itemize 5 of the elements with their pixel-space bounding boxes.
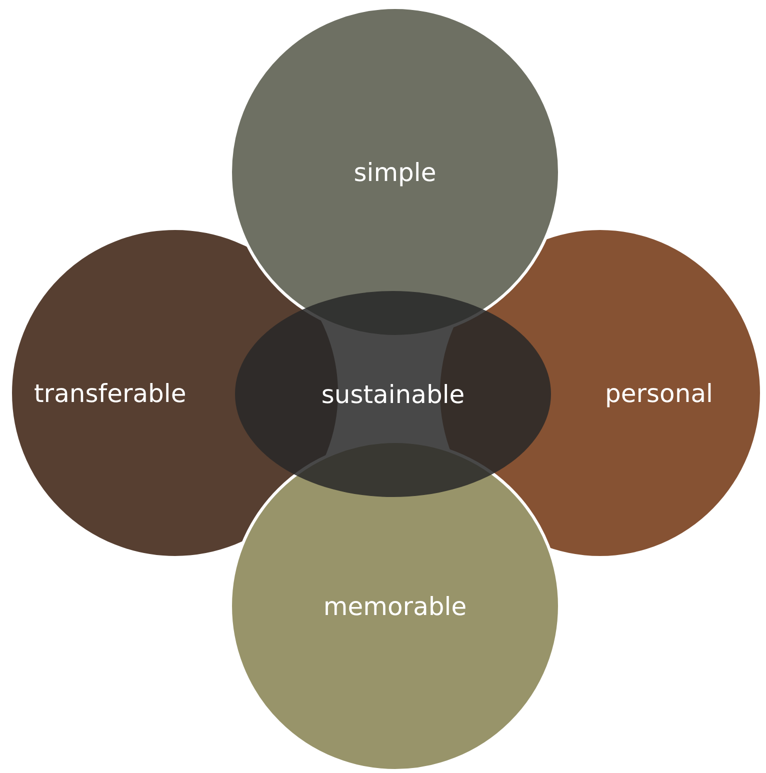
circle-label: memorable xyxy=(323,592,467,620)
circle-label: simple xyxy=(354,158,436,186)
circle-label: sustainable xyxy=(321,380,465,408)
circle-label: transferable xyxy=(34,378,186,408)
circle-label: personal xyxy=(605,378,713,408)
